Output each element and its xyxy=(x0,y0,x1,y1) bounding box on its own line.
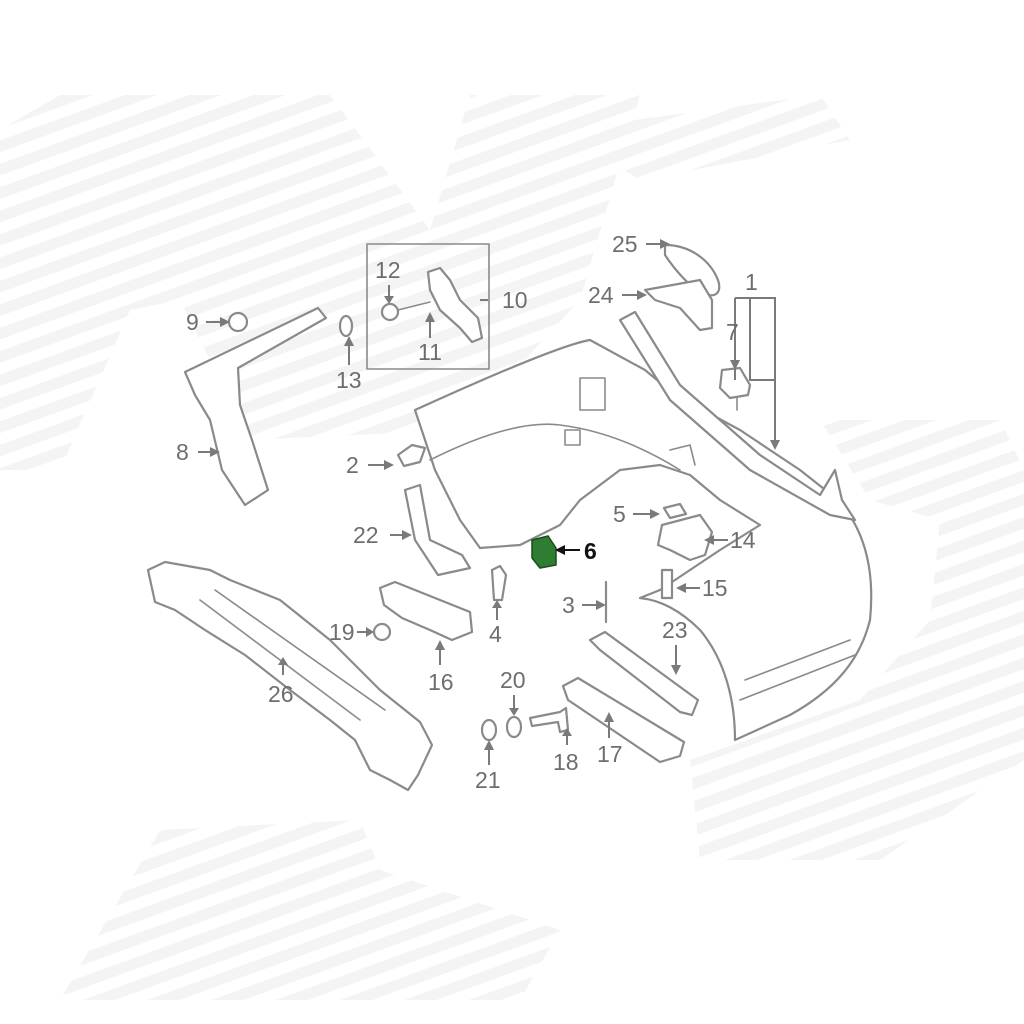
group-box-10 xyxy=(366,243,490,370)
callout-21: 21 xyxy=(475,767,501,793)
bolt-part-18[interactable] xyxy=(528,706,570,734)
washer-part-12[interactable] xyxy=(380,302,400,322)
callout-12: 12 xyxy=(375,257,401,283)
callout-9: 9 xyxy=(186,309,199,335)
bracket-part-16[interactable] xyxy=(378,580,474,642)
side-bracket-part-8[interactable] xyxy=(183,306,328,507)
highlighted-part-6[interactable] xyxy=(531,535,557,569)
callout-25: 25 xyxy=(612,231,638,257)
bracket-part-10[interactable] xyxy=(426,266,484,344)
washer-part-20[interactable] xyxy=(505,715,523,739)
callout-26: 26 xyxy=(268,681,294,707)
callout-8: 8 xyxy=(176,439,189,465)
bracket-part-22[interactable] xyxy=(403,483,472,577)
callout-3: 3 xyxy=(562,592,575,618)
callout-18: 18 xyxy=(553,749,579,775)
washer-part-21[interactable] xyxy=(480,718,498,742)
reflector-part-17[interactable] xyxy=(561,676,686,764)
callout-11: 11 xyxy=(418,339,442,365)
reflector-part-25[interactable] xyxy=(663,243,721,297)
callout-5: 5 xyxy=(613,501,626,527)
callout-15: 15 xyxy=(702,575,728,601)
bolt-part-4[interactable] xyxy=(490,564,508,602)
callout-14: 14 xyxy=(730,527,756,553)
bracket-part-14[interactable] xyxy=(656,513,714,562)
bumper-cover-part[interactable] xyxy=(413,338,873,742)
bumper-side-trim[interactable] xyxy=(618,310,857,522)
callout-7: 7 xyxy=(726,319,739,345)
callout-23: 23 xyxy=(662,617,688,643)
callout-13: 13 xyxy=(336,367,362,393)
impact-beam-part-26[interactable] xyxy=(146,560,434,792)
callout-6-highlighted: 6 xyxy=(584,538,597,564)
nut-part-13[interactable] xyxy=(338,314,354,338)
callout-19: 19 xyxy=(329,619,355,645)
callout-16: 16 xyxy=(428,669,454,695)
leader-lines xyxy=(198,239,780,765)
callout-2: 2 xyxy=(346,452,359,478)
clip-part-5[interactable] xyxy=(662,502,688,520)
watermark xyxy=(0,95,1024,1000)
clip-part-9[interactable] xyxy=(227,311,249,333)
bracket-part-24[interactable] xyxy=(643,278,714,332)
screw-part-15[interactable] xyxy=(660,568,674,600)
sensor-part-7[interactable] xyxy=(718,366,752,400)
washer-part-19[interactable] xyxy=(372,622,392,642)
callout-17: 17 xyxy=(597,741,623,767)
callout-1: 1 xyxy=(745,269,758,295)
bolt-part-11[interactable] xyxy=(397,301,431,311)
reflector-part-23[interactable] xyxy=(588,630,700,717)
callout-20: 20 xyxy=(500,667,526,693)
push-clip-part-2[interactable] xyxy=(396,443,427,468)
callout-4: 4 xyxy=(489,621,502,647)
callout-22: 22 xyxy=(353,522,379,548)
callout-10: 10 xyxy=(502,287,528,313)
callout-24: 24 xyxy=(588,282,614,308)
